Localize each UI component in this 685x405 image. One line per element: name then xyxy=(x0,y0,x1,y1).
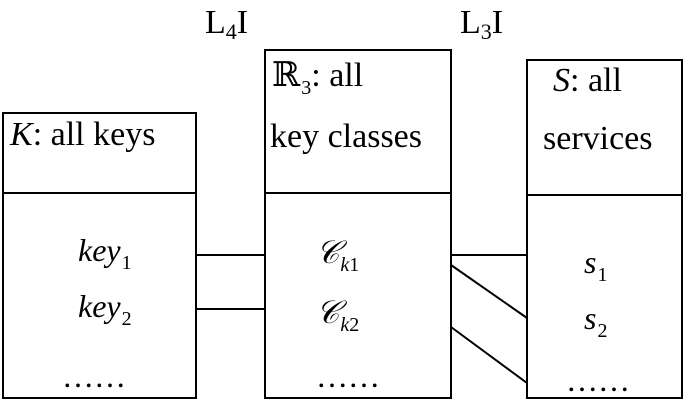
service-item-1-subscript: 1 xyxy=(597,264,608,286)
keys-set-symbol: K xyxy=(10,116,33,153)
services-box-outline xyxy=(526,59,683,399)
classes-box-title-line2: key classes xyxy=(270,120,422,154)
class-item-2: 𝒞k2 xyxy=(316,296,359,335)
services-ellipsis-text: …… xyxy=(566,362,630,398)
relation-l3i-suffix: I xyxy=(491,4,504,41)
key-item-2-subscript: 2 xyxy=(121,308,132,330)
relation-label-l4i: L4I xyxy=(205,6,248,43)
class-item-1-subscript-k: k xyxy=(340,254,350,276)
classes-set-subscript: 3 xyxy=(301,77,312,99)
classes-box-outline xyxy=(264,49,452,399)
class-item-2-subscript-k: k xyxy=(340,314,350,336)
relation-l3i-subscript: 3 xyxy=(480,19,492,44)
class-item-1-subscript-index: 1 xyxy=(349,254,360,276)
services-set-symbol: S xyxy=(553,62,570,99)
class-item-1: 𝒞k1 xyxy=(316,236,359,275)
service-item-1: s1 xyxy=(584,246,607,285)
classes-box-title-line1: ℝ3: all xyxy=(272,58,363,98)
service-item-2-base: s xyxy=(584,300,597,336)
class-item-1-base: 𝒞 xyxy=(316,233,340,271)
classes-set-description-line2: key classes xyxy=(270,118,423,155)
service-item-2: s2 xyxy=(584,302,607,341)
service-item-1-base: s xyxy=(584,244,597,280)
services-box-title-line1: S: all xyxy=(553,64,622,98)
class-item-2-subscript-index: 2 xyxy=(349,314,360,336)
key-item-1-subscript: 1 xyxy=(121,252,132,274)
key-item-1-base: key xyxy=(78,232,121,268)
relation-l4i-subscript: 4 xyxy=(225,19,237,44)
services-ellipsis: …… xyxy=(566,364,630,396)
connector-class2-service3 xyxy=(450,326,528,384)
services-set-description-line2: services xyxy=(543,120,653,157)
key-item-2: key2 xyxy=(78,290,132,329)
connector-class1-service2 xyxy=(450,264,528,319)
relation-l4i-suffix: I xyxy=(236,4,249,41)
service-item-2-subscript: 2 xyxy=(597,320,608,342)
key-item-1: key1 xyxy=(78,234,132,273)
classes-ellipsis: …… xyxy=(316,360,380,392)
keys-box-title: K: all keys xyxy=(10,118,155,152)
services-set-description-line1: : all xyxy=(570,62,622,99)
relation-label-l3i: L3I xyxy=(460,6,503,43)
class-item-2-base: 𝒞 xyxy=(316,293,340,331)
relation-l3i-prefix: L xyxy=(460,4,481,41)
classes-set-description-line1: : all xyxy=(311,57,364,94)
key-item-2-base: key xyxy=(78,288,121,324)
classes-set-symbol: ℝ xyxy=(272,55,301,95)
services-box-title-line2: services xyxy=(543,122,653,156)
keys-ellipsis: …… xyxy=(62,360,126,392)
keys-set-description: : all keys xyxy=(32,116,156,153)
classes-ellipsis-text: …… xyxy=(316,358,380,394)
relation-l4i-prefix: L xyxy=(205,4,226,41)
keys-ellipsis-text: …… xyxy=(62,358,126,394)
